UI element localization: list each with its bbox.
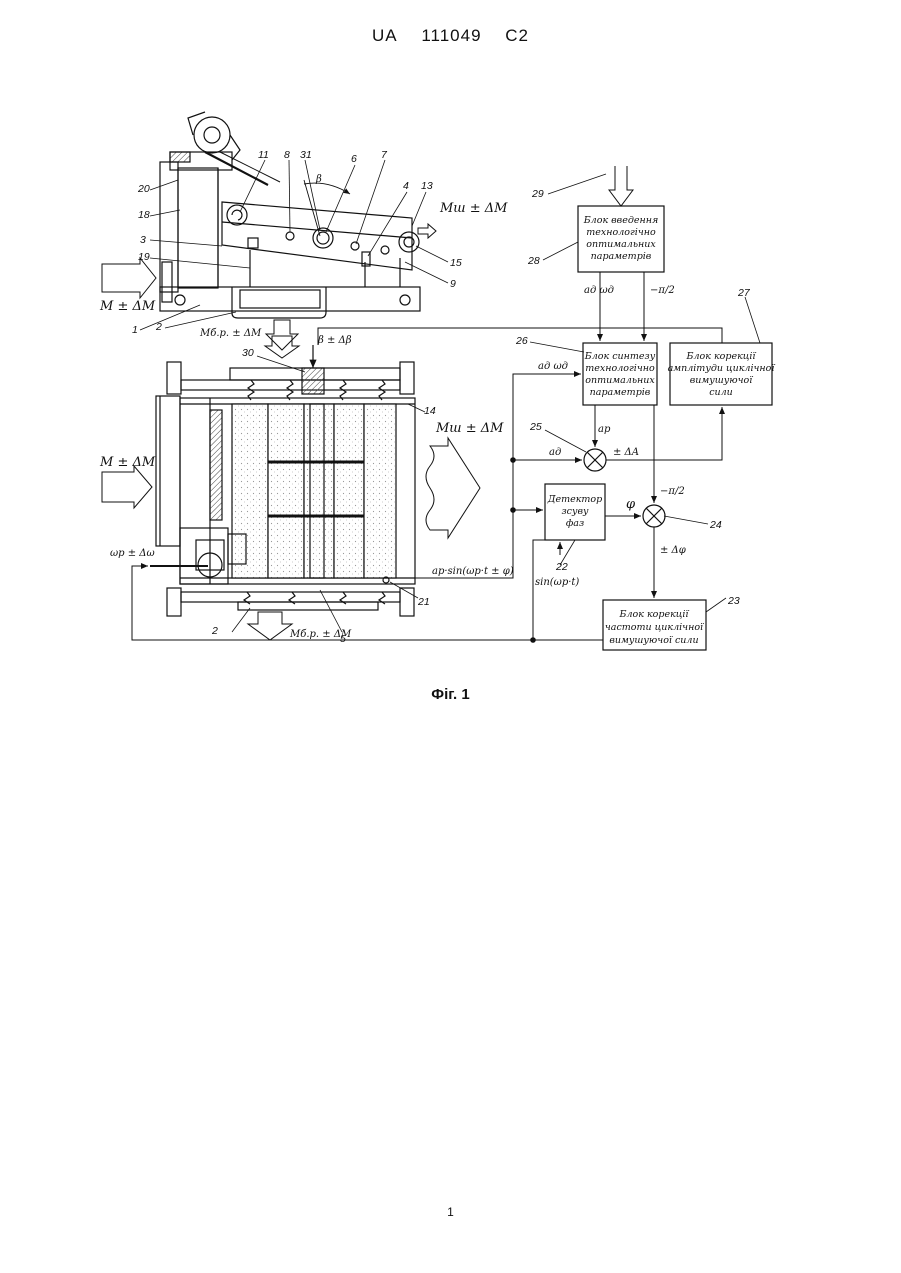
signal-delta-phi: ± Δφ <box>660 545 686 556</box>
svg-text:оптимальних: оптимальних <box>586 239 656 250</box>
svg-text:зсуву: зсуву <box>561 506 589 517</box>
label-8: 8 <box>284 149 290 161</box>
label-15: 15 <box>450 257 462 269</box>
signal-delta-a: ± ΔA <box>613 447 639 458</box>
block-texts: Блок введення технологічно оптимальних п… <box>547 215 776 646</box>
svg-text:фаз: фаз <box>566 518 584 529</box>
signal-a-omega-28: aд ωд <box>584 285 614 296</box>
label-11: 11 <box>258 149 269 161</box>
label-19: 19 <box>138 251 150 263</box>
svg-text:параметрів: параметрів <box>590 387 651 398</box>
screen-deck-3 <box>304 404 334 578</box>
input-arrow-29 <box>609 166 633 206</box>
label-14: 14 <box>424 405 436 417</box>
screen-deck-4 <box>334 404 364 578</box>
output-arrow-top <box>418 224 436 238</box>
label-1: 1 <box>132 324 138 336</box>
svg-text:технологічно: технологічно <box>585 363 655 374</box>
output-flow-arrow-bottom <box>426 438 480 538</box>
actuator-30 <box>302 368 324 394</box>
label-18: 18 <box>138 209 150 221</box>
signal-m-out-top: Mш ± ΔM <box>439 201 508 216</box>
svg-text:амплітуди циклічної: амплітуди циклічної <box>668 363 776 374</box>
signal-omega-r: ωр ± Δω <box>110 548 155 559</box>
input-flow-arrow-bottom <box>102 466 152 508</box>
label-4: 4 <box>403 180 409 192</box>
label-6: 6 <box>351 153 357 165</box>
svg-text:Блок введення: Блок введення <box>583 215 659 226</box>
svg-text:Блок корекції: Блок корекції <box>619 609 690 620</box>
label-26: 26 <box>515 335 528 347</box>
svg-text:параметрів: параметрів <box>591 251 652 262</box>
label-23: 23 <box>727 595 740 607</box>
screen-deck-2 <box>268 404 304 578</box>
frame-body <box>178 168 218 288</box>
svg-text:оптимальних: оптимальних <box>585 375 655 386</box>
signal-pi2-b: −π/2 <box>660 486 685 497</box>
signal-a-d: aд <box>549 447 561 458</box>
label-29: 29 <box>531 188 544 200</box>
signal-sin-ref: sin(ωр·t) <box>535 577 579 588</box>
svg-text:вимушуючої сили: вимушуючої сили <box>609 635 698 646</box>
roller-11 <box>227 205 247 225</box>
signal-m-out-bottom: Mш ± ΔM <box>435 421 504 436</box>
input-flow-arrow-top <box>102 258 156 298</box>
figure-caption: Фіг. 1 <box>0 686 901 703</box>
roller-15 <box>399 232 419 252</box>
frame-column <box>160 162 178 292</box>
machine-base <box>160 287 420 311</box>
svg-text:сили: сили <box>709 387 733 398</box>
svg-text:Блок синтезу: Блок синтезу <box>584 351 656 362</box>
undersize-arrow-mid <box>265 336 299 358</box>
signal-phi: φ <box>626 497 636 512</box>
signal-beta-angle: β <box>315 174 322 185</box>
label-25: 25 <box>529 421 542 433</box>
screen-deck-1 <box>232 404 268 578</box>
signal-sensor: aр·sin(ωр·t ± φ) <box>432 566 514 577</box>
signal-m-in-bottom: M ± ΔM <box>99 455 156 470</box>
drive-pulley <box>194 117 230 153</box>
svg-text:Детектор: Детектор <box>547 494 602 505</box>
svg-text:технологічно: технологічно <box>586 227 656 238</box>
signal-pi2-a: −π/2 <box>650 285 675 296</box>
label-2: 2 <box>155 321 162 333</box>
signal-m-br-bottom: Mб.р. ± ΔM <box>289 629 352 640</box>
top-view-machine <box>102 336 480 640</box>
signal-m-br-top: Mб.р. ± ΔM <box>199 328 262 339</box>
label-30: 30 <box>242 347 254 359</box>
summing-junction-24 <box>643 505 665 527</box>
label-13: 13 <box>421 180 433 192</box>
svg-text:частоти циклічної: частоти циклічної <box>605 622 704 633</box>
label-21: 21 <box>417 596 430 608</box>
signal-m-in-top: M ± ΔM <box>99 299 156 314</box>
signal-a-r: aр <box>598 424 611 435</box>
label-27: 27 <box>737 287 751 299</box>
label-2-bottom: 2 <box>211 625 218 637</box>
label-20: 20 <box>137 183 150 195</box>
label-9: 9 <box>450 278 456 290</box>
label-24: 24 <box>709 519 722 531</box>
label-22: 22 <box>555 561 568 573</box>
signal-beta: β ± Δβ <box>317 335 352 346</box>
svg-text:вимушуючої: вимушуючої <box>690 375 754 386</box>
screen-deck-5 <box>364 404 396 578</box>
signal-a-omega-26: aд ωд <box>538 361 568 372</box>
collection-hopper <box>232 287 326 318</box>
svg-text:Блок корекції: Блок корекції <box>686 351 757 362</box>
label-31: 31 <box>300 149 312 161</box>
label-7: 7 <box>381 149 388 161</box>
side-view-machine <box>102 112 436 350</box>
label-28: 28 <box>527 255 540 267</box>
label-3: 3 <box>140 234 146 246</box>
undersize-arrow-bottom <box>248 612 292 640</box>
page-number: 1 <box>0 1205 901 1219</box>
summing-junction-25 <box>584 449 606 471</box>
